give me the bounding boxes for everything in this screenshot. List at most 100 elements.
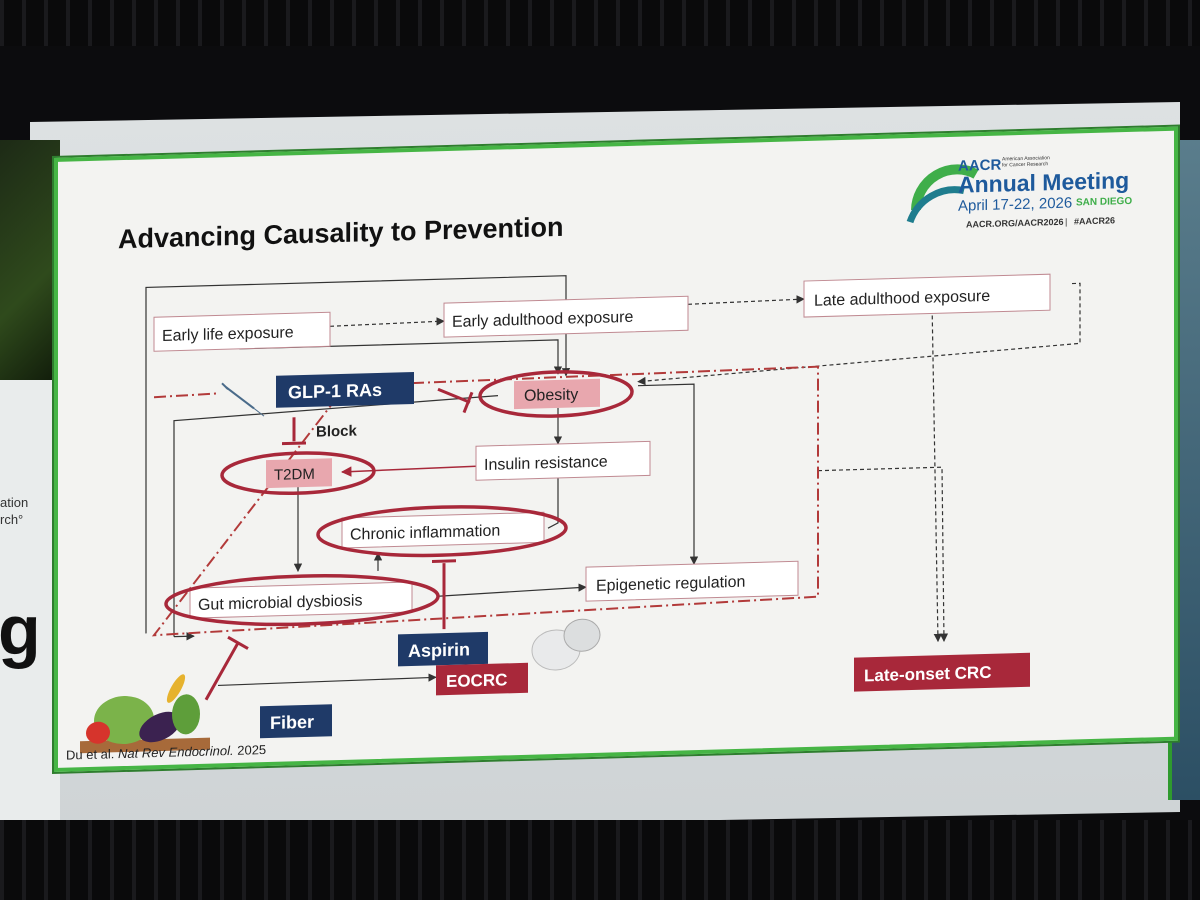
node-eocrc-box	[436, 662, 528, 696]
vegetables-icon	[80, 674, 210, 754]
node-t2dm-box	[266, 458, 332, 489]
meeting-city: SAN DIEGO	[1076, 196, 1132, 209]
node-t2dm-ring	[220, 451, 376, 496]
aacr-logo-text: AACR	[958, 157, 1001, 175]
node-glp1-label: GLP-1 RAs	[288, 380, 382, 403]
citation-prefix: Du et al.	[66, 746, 118, 760]
node-late-onset-crc: Late-onset CRC	[854, 652, 1030, 692]
stage-truss-top	[0, 0, 1200, 46]
node-insulin-label: Insulin resistance	[484, 454, 608, 474]
tomato-icon	[86, 721, 110, 744]
node-fiber-label: Fiber	[270, 712, 314, 733]
citation-year: 2025	[234, 742, 267, 758]
meeting-separator: |	[1065, 217, 1067, 227]
node-eocrc: EOCRC	[436, 662, 528, 696]
slide-title: Advancing Causality to Prevention	[118, 212, 564, 254]
aacr-logo-subtext-2: for Cancer Research	[1002, 161, 1048, 168]
slide-canvas: Advancing Causality to Prevention AACR A…	[66, 155, 1132, 760]
left-screen: ation rch° g	[0, 140, 60, 830]
node-obesity-box	[514, 378, 600, 410]
node-aspirin-box	[398, 631, 488, 667]
node-fiber: Fiber	[260, 704, 332, 739]
aacr-logo: AACR American Association for Cancer Res…	[906, 155, 1132, 230]
node-gut-label: Gut microbial dysbiosis	[198, 592, 362, 614]
node-epigenetic-label: Epigenetic regulation	[596, 574, 745, 595]
node-early-life-label: Early life exposure	[162, 324, 294, 345]
aacr-swoosh-teal	[906, 186, 965, 224]
syringe-barrel-icon	[225, 386, 255, 410]
node-epigenetic-box	[585, 560, 799, 602]
node-gut-ring	[164, 574, 440, 627]
node-late-adulthood: Late adulthood exposure	[803, 273, 1051, 318]
node-insulin: Insulin resistance	[475, 440, 651, 481]
node-early-life: Early life exposure	[153, 311, 331, 352]
meeting-hashtag: #AACR26	[1074, 215, 1115, 226]
aspirin-inhibit-bar	[432, 559, 456, 563]
meeting-url: AACR.ORG/AACR2026	[966, 217, 1064, 230]
node-obesity-label: Obesity	[524, 386, 578, 405]
block-label: Block	[316, 423, 357, 441]
connector-late-obesity	[637, 282, 1081, 386]
node-early-adulthood-label: Early adulthood exposure	[452, 309, 634, 331]
node-chronic-ring	[316, 505, 568, 558]
connector-gut-epigenetic	[437, 583, 587, 597]
node-obesity: Obesity	[478, 370, 634, 418]
node-early-adulthood: Early adulthood exposure	[443, 295, 689, 338]
node-aspirin-label: Aspirin	[408, 639, 470, 661]
node-aspirin: Aspirin	[398, 631, 488, 667]
left-screen-text-2: rch°	[0, 512, 24, 527]
connector-late-crc-1	[931, 301, 943, 643]
node-gut-box	[189, 581, 413, 619]
citation: Du et al. Nat Rev Endocrinol. 2025	[66, 742, 266, 760]
node-chronic: Chronic inflammation	[316, 505, 568, 558]
left-screen-big-letter: g	[0, 591, 41, 669]
intervention-region	[151, 365, 819, 637]
node-glp1-box	[276, 371, 414, 408]
node-t2dm: T2DM	[220, 451, 376, 496]
node-eocrc-label: EOCRC	[446, 670, 507, 691]
connector-earlylife-earlyadult	[329, 317, 445, 327]
node-early-life-box	[153, 311, 331, 352]
aacr-swoosh-green	[911, 164, 979, 211]
pill-icon	[531, 618, 601, 671]
node-glp1: GLP-1 RAs	[276, 371, 414, 408]
connector-obesity-epigenetic	[638, 383, 699, 565]
node-late-adulthood-label: Late adulthood exposure	[814, 288, 990, 310]
node-t2dm-label: T2DM	[274, 466, 315, 484]
connector-late-crc-2	[818, 466, 949, 642]
fiber-inhibit-bar	[227, 635, 249, 650]
node-chronic-label: Chronic inflammation	[350, 523, 500, 544]
greens-icon	[172, 694, 200, 735]
syringe-icon	[221, 382, 265, 417]
node-late-onset-crc-label: Late-onset CRC	[864, 663, 991, 686]
connector-insulin-t2dm	[340, 465, 477, 477]
glp1-obesity-inhibit-bar	[462, 391, 474, 414]
fiber-inhibit-line	[204, 642, 240, 701]
inhibition-markers	[204, 387, 474, 701]
syringe-needle-icon	[253, 408, 265, 417]
node-gut: Gut microbial dysbiosis	[164, 574, 440, 627]
stage-truss-bottom	[0, 820, 1200, 900]
left-screen-text-1: ation	[0, 495, 29, 510]
connector-fiber-eocrc	[217, 673, 437, 687]
syringe-plunger-icon	[221, 382, 229, 390]
node-epigenetic: Epigenetic regulation	[585, 560, 799, 602]
node-early-adulthood-box	[443, 295, 689, 338]
glp1-t2dm-inhibit-bar	[282, 441, 306, 446]
eggplant-icon	[139, 711, 181, 743]
meeting-name: Annual Meeting	[958, 167, 1129, 198]
squash-icon	[166, 674, 186, 703]
aacr-logo-subtext-1: American Association	[1002, 155, 1050, 162]
slide: Advancing Causality to Prevention AACR A…	[54, 126, 1178, 773]
node-insulin-box	[475, 440, 651, 481]
node-late-adulthood-box	[803, 273, 1051, 318]
node-late-onset-crc-box	[854, 652, 1030, 692]
pill-2-icon	[563, 618, 601, 652]
node-chronic-box	[341, 511, 545, 549]
node-fiber-box	[260, 704, 332, 739]
connector-earlyadult-late	[687, 295, 805, 305]
connector-insulin-chronic	[547, 477, 559, 529]
left-screen-hex-graphic	[0, 140, 60, 380]
connector-loop-to-gut	[174, 632, 195, 641]
glp1-obesity-inhibit-line	[437, 387, 471, 404]
